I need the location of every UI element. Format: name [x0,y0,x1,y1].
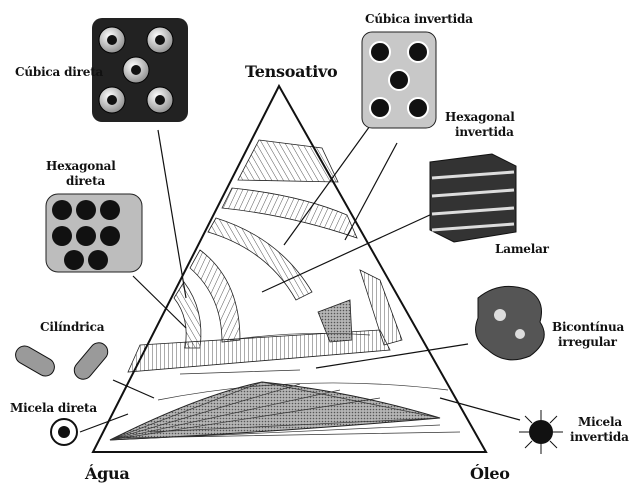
label-hexagonal-direta: Hexagonal direta [46,159,116,189]
label-bicontinua-line1: Bicontínua [552,320,624,335]
label-cilindrica: Cilíndrica [40,320,104,335]
cubica-invertida-illustration [362,32,436,128]
band-cubica-direta [174,282,201,348]
label-hexagonal-direta-line1: Hexagonal [46,159,116,174]
vertex-label-oleo: Óleo [470,464,510,483]
band-hexagonal-invertida [238,140,338,182]
vertex-label-tensoativo: Tensoativo [245,62,337,81]
label-hexagonal-invertida-line2: invertida [445,125,515,140]
cilindrica-illustration [12,339,111,383]
label-micela-invertida-line1: Micela [570,415,629,430]
phase-bands [110,140,460,440]
label-lamelar: Lamelar [495,242,549,257]
micela-direta-illustration [51,419,77,445]
label-hexagonal-direta-line2: direta [46,174,116,189]
lamelar-illustration [430,154,516,242]
label-micela-direta: Micela direta [10,401,97,416]
cubica-direta-illustration [92,18,188,122]
hexagonal-direta-illustration [46,194,142,272]
label-cubica-direta: Cúbica direta [15,65,103,80]
label-micela-invertida: Micela invertida [570,415,629,445]
label-micela-invertida-line2: invertida [570,430,629,445]
label-cubica-invertida: Cúbica invertida [365,12,473,27]
label-hexagonal-invertida: Hexagonal invertida [445,110,515,140]
vertex-label-agua: Água [85,464,129,483]
bicontinua-illustration [476,286,545,359]
micela-invertida-illustration [519,410,563,454]
label-bicontinua-irregular: Bicontínua irregular [552,320,624,350]
label-hexagonal-invertida-line1: Hexagonal [445,110,515,125]
label-bicontinua-line2: irregular [552,335,624,350]
